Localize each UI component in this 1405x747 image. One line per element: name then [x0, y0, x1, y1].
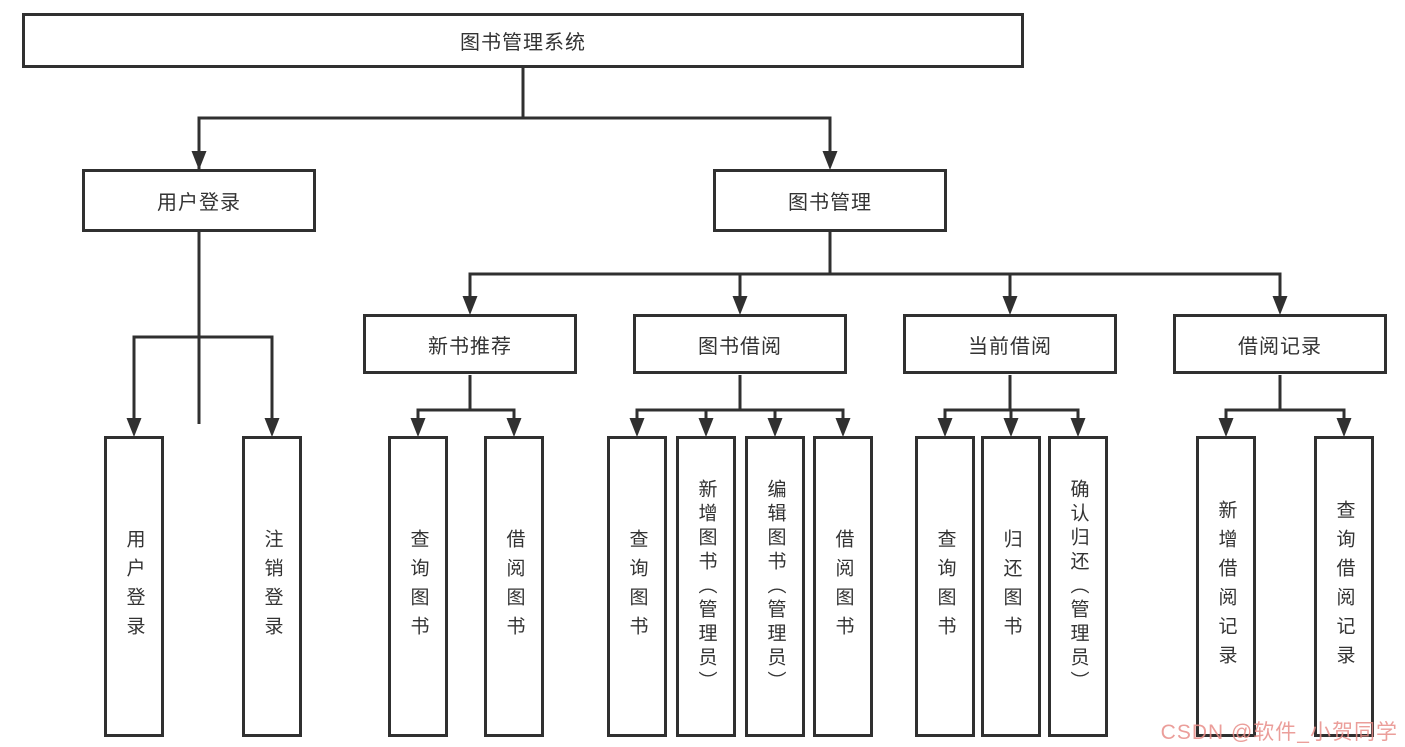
node-book-borrow: 图书借阅 [633, 314, 847, 374]
node-leaf-query-books-current: 查询图书 [915, 436, 975, 737]
node-leaf-borrow-books-recommend: 借阅图书 [484, 436, 544, 737]
node-book-management: 图书管理 [713, 169, 947, 232]
node-leaf-user-login: 用户登录 [104, 436, 164, 737]
node-borrow-records: 借阅记录 [1173, 314, 1387, 374]
node-leaf-query-borrow-record: 查询借阅记录 [1314, 436, 1374, 737]
node-book-management-system: 图书管理系统 [22, 13, 1024, 68]
node-leaf-return-books: 归还图书 [981, 436, 1041, 737]
node-leaf-borrow-books: 借阅图书 [813, 436, 873, 737]
node-leaf-query-books-borrow: 查询图书 [607, 436, 667, 737]
node-leaf-add-books-admin: 新增图书（管理员） [676, 436, 736, 737]
csdn-watermark: CSDN @软件_小贺同学 [1160, 721, 1398, 744]
node-leaf-confirm-return-admin: 确认归还（管理员） [1048, 436, 1108, 737]
node-new-book-recommend: 新书推荐 [363, 314, 577, 374]
node-user-login: 用户登录 [82, 169, 316, 232]
node-leaf-add-borrow-record: 新增借阅记录 [1196, 436, 1256, 737]
node-leaf-edit-books-admin: 编辑图书（管理员） [745, 436, 805, 737]
node-leaf-logout: 注销登录 [242, 436, 302, 737]
node-leaf-query-books-recommend: 查询图书 [388, 436, 448, 737]
node-current-borrow: 当前借阅 [903, 314, 1117, 374]
